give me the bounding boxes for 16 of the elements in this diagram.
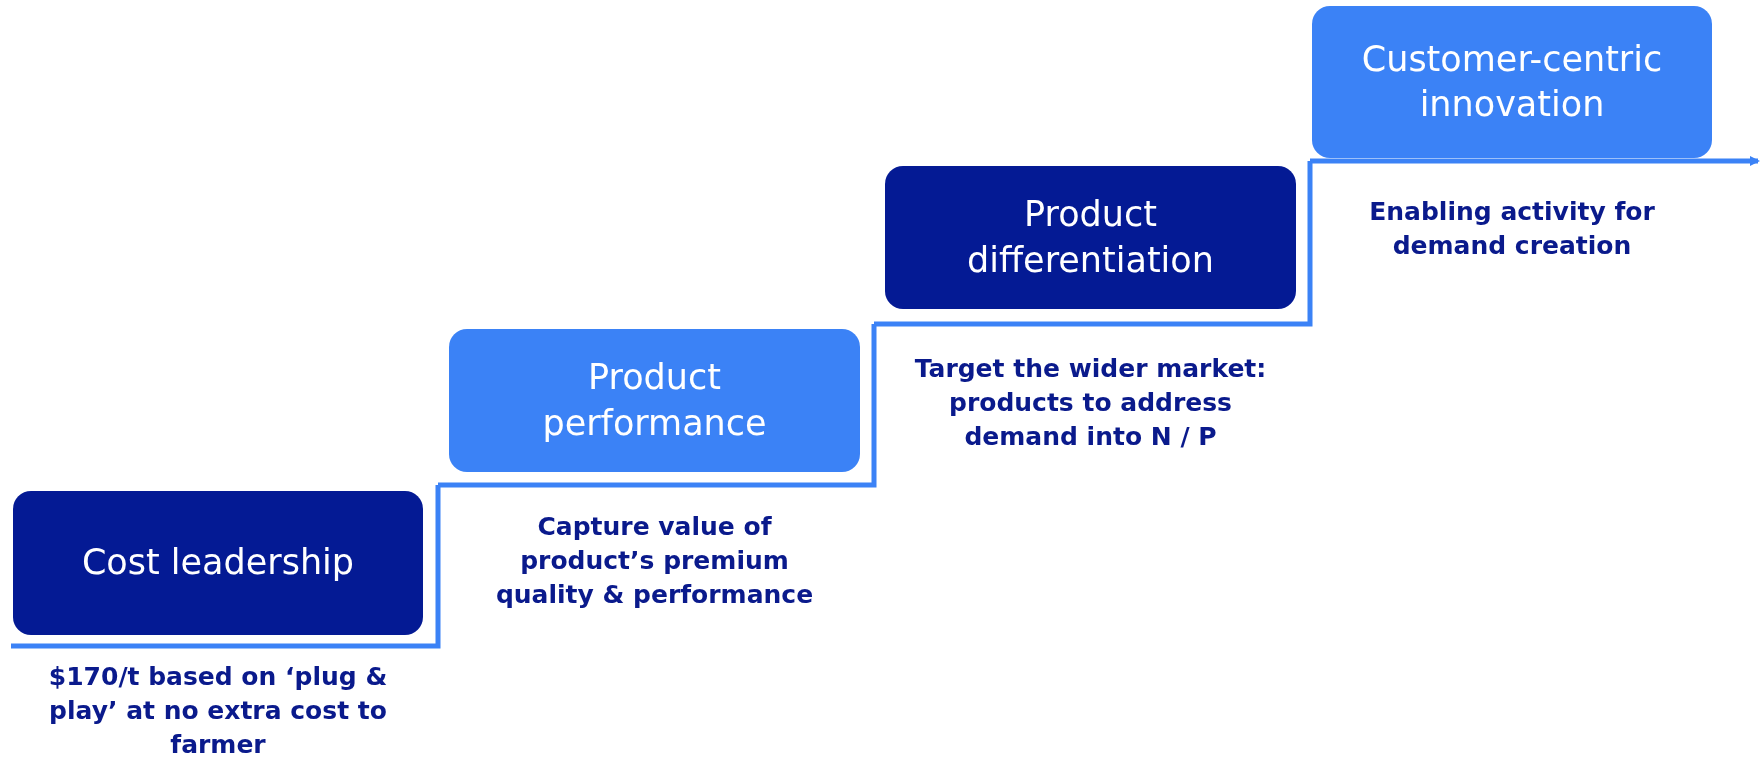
step-title: Cost leadership xyxy=(81,541,355,585)
step-title: Customer-centric innovation xyxy=(1360,37,1664,126)
step-title: Product performance xyxy=(541,356,768,445)
step-description: Target the wider market: products to address demand into N / P xyxy=(913,353,1268,453)
step-box xyxy=(1312,6,1712,158)
step-description: Capture value of product’s premium quality & performance xyxy=(494,511,815,611)
step-line xyxy=(11,485,441,649)
step-description: Enabling activity for demand creation xyxy=(1368,196,1656,262)
step-title: Product differentiation xyxy=(966,193,1215,282)
arrow xyxy=(1310,156,1760,166)
step-box xyxy=(449,329,860,472)
step-line xyxy=(438,324,877,488)
step-line xyxy=(874,161,1313,327)
step-description: $170/t based on ‘plug & play’ at no extra cost to farmer xyxy=(47,661,389,761)
step-box xyxy=(13,491,423,635)
step-box xyxy=(885,166,1296,309)
